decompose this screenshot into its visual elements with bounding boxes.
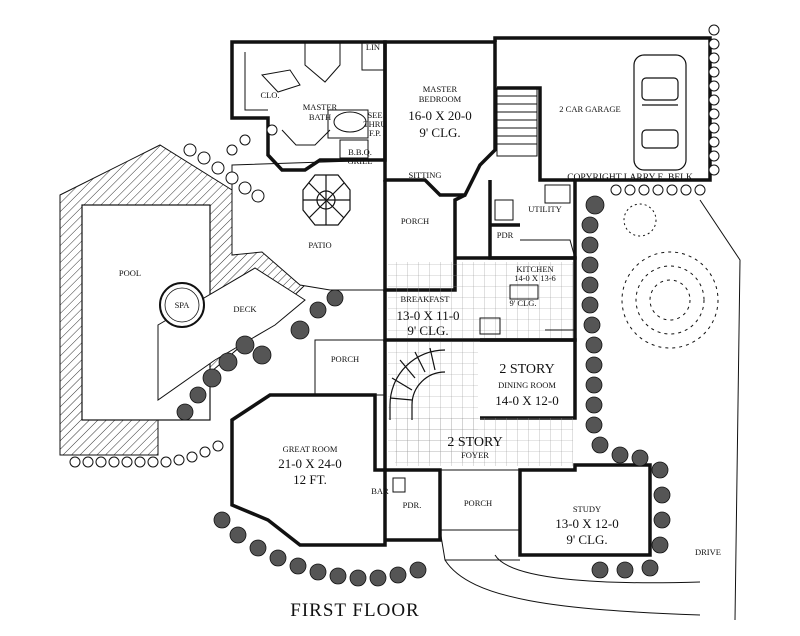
dining-size: 14-0 X 12-0	[495, 393, 559, 408]
dining-label: DINING ROOM	[498, 380, 556, 390]
powder-upper-label: PDR	[497, 230, 514, 240]
sitting-label: SITTING	[408, 170, 441, 180]
shrub-row-east	[581, 195, 671, 579]
tree-icon	[621, 203, 719, 349]
drive-label: DRIVE	[695, 547, 721, 557]
drive	[444, 554, 701, 616]
study-label: STUDY	[573, 504, 601, 514]
master-bedroom-size: 16-0 X 20-0	[408, 108, 472, 123]
breakfast-size: 13-0 X 11-0	[396, 308, 459, 323]
bbq-label-2: GRILL	[347, 156, 372, 166]
garage-walls	[493, 36, 712, 182]
kitchen-size: 14-0 X 13-6	[514, 273, 556, 283]
spa	[159, 282, 205, 328]
great-room-walls	[230, 393, 387, 547]
shrub-row-left	[69, 440, 224, 468]
closet-label: CLO.	[260, 90, 279, 100]
patio-table-icon	[302, 174, 351, 226]
kitchen-ceiling: 9' CLG.	[509, 298, 536, 308]
deck-area	[157, 267, 306, 401]
side-porch-label: PORCH	[331, 354, 359, 364]
breakfast-ceiling: 9' CLG.	[407, 323, 448, 338]
bbq-label-1: B.B.Q.	[348, 147, 372, 157]
shrub-row-patio	[183, 124, 278, 203]
linen-label: LIN	[366, 42, 380, 52]
powder-lower-label: PDR.	[403, 500, 422, 510]
bar-label: BAR	[371, 486, 389, 496]
master-bedroom-label-1: MASTER	[423, 84, 458, 94]
breakfast-label: BREAKFAST	[401, 294, 451, 304]
garage-stair	[496, 87, 538, 157]
pool-label: POOL	[119, 268, 141, 278]
floor-title: FIRST FLOOR	[290, 600, 419, 621]
study-ceiling: 9' CLG.	[566, 532, 607, 547]
garage-label: 2 CAR GARAGE	[559, 104, 620, 114]
great-room-size: 21-0 X 24-0	[278, 456, 342, 471]
patio-label: PATIO	[308, 240, 331, 250]
front-porch-label: PORCH	[464, 498, 492, 508]
foyer-label: FOYER	[461, 450, 489, 460]
study-walls	[518, 463, 652, 557]
master-bedroom-label-2: BEDROOM	[419, 94, 462, 104]
curved-stair	[389, 347, 446, 420]
great-room-ceiling: 12 FT.	[293, 472, 327, 487]
see-thru-label-1: SEE	[367, 110, 382, 120]
spa-label: SPA	[175, 300, 191, 310]
kitchen-label: KITCHEN	[516, 264, 553, 274]
great-room-label: GREAT ROOM	[283, 444, 338, 454]
master-bath-label-1: MASTER	[303, 102, 338, 112]
car-icon	[633, 54, 687, 171]
utility-walls	[488, 180, 577, 260]
master-bath-label-2: BATH	[309, 112, 331, 122]
shrub-row-great-room	[176, 289, 427, 587]
master-bedroom-ceiling: 9' CLG.	[419, 125, 460, 140]
see-thru-label-3: F.P.	[369, 128, 381, 138]
rear-porch-label: PORCH	[401, 216, 429, 226]
copyright-text: COPYRIGHT LARRY E. BELK	[567, 173, 693, 183]
deck-label: DECK	[233, 304, 257, 314]
see-thru-label-2: THRU	[363, 119, 386, 129]
study-size: 13-0 X 12-0	[555, 516, 619, 531]
shrub-row-garage	[610, 24, 720, 196]
side-porch-walls	[314, 339, 386, 396]
dining-story-label: 2 STORY	[499, 362, 554, 377]
foyer-story-label: 2 STORY	[447, 435, 502, 450]
utility-label: UTILITY	[528, 204, 562, 214]
